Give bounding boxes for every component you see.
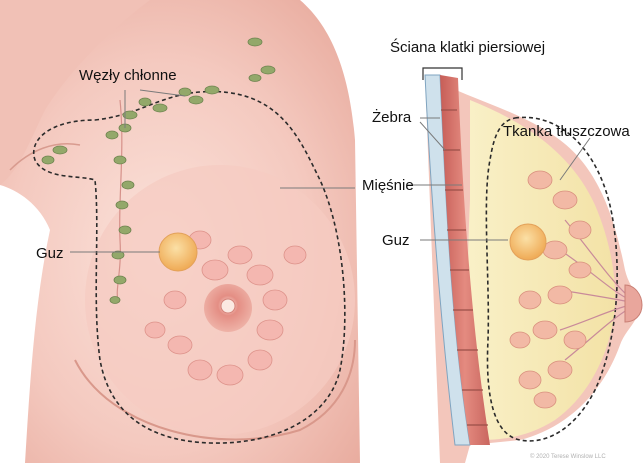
nipple	[221, 299, 235, 313]
label-fat-tissue: Tkanka tłuszczowa	[503, 123, 630, 140]
tumor-side	[510, 224, 546, 260]
tumor-front	[159, 233, 197, 271]
label-ribs: Żebra	[372, 108, 412, 126]
label-tumor-side: Guz	[382, 232, 410, 249]
label-chest-wall: Ściana klatki piersiowej	[390, 38, 545, 56]
nipple-side	[625, 285, 642, 322]
front-view: Węzły chłonne Guz	[0, 0, 360, 463]
copyright-text: © 2020 Terese Winslow LLC	[530, 453, 606, 460]
side-view: Ściana klatki piersiowej Żebra Tkanka tł…	[362, 38, 642, 463]
label-lymph-nodes: Węzły chłonne	[79, 67, 177, 84]
label-tumor-front: Guz	[36, 245, 64, 262]
label-muscles: Mięśnie	[362, 177, 414, 194]
